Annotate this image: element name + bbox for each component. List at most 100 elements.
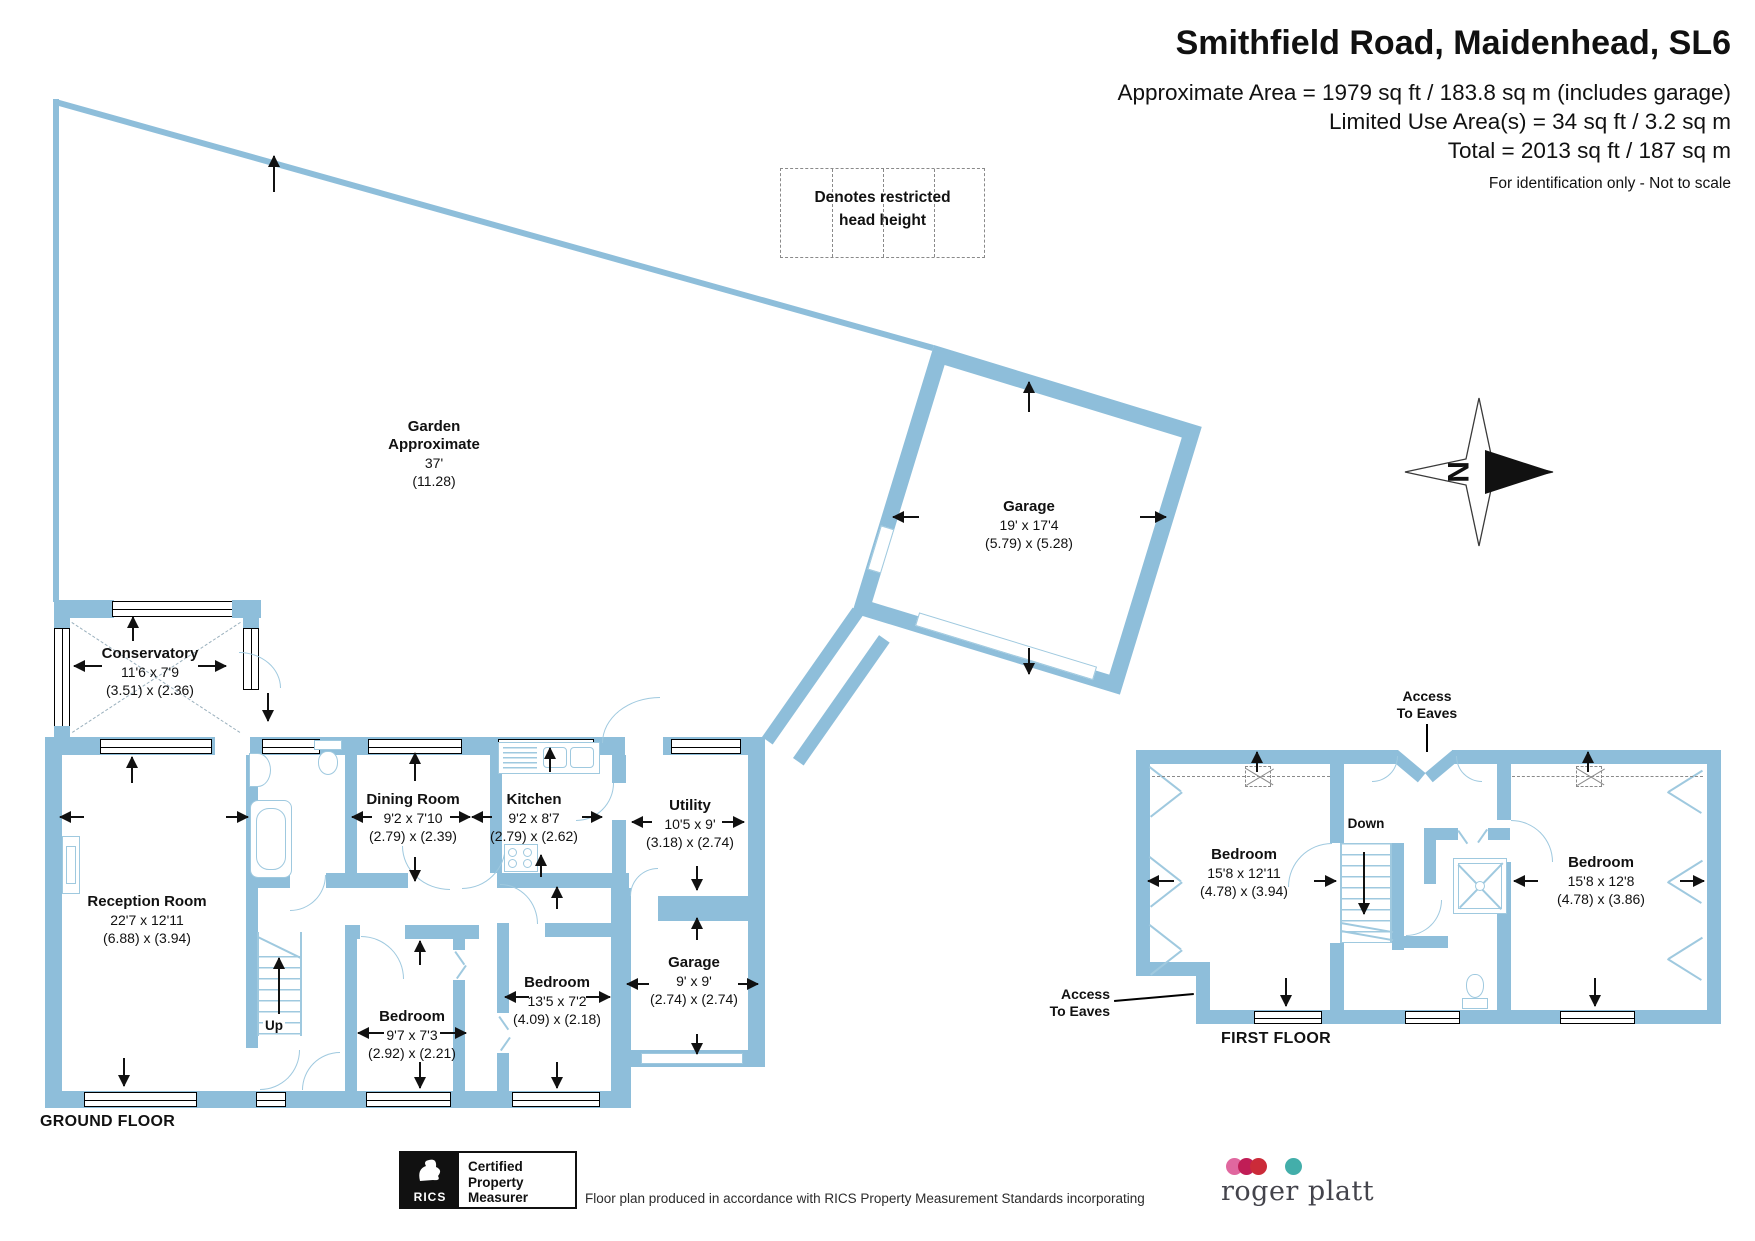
wall (453, 939, 465, 950)
dimension-arrow (126, 756, 138, 783)
eaves-line (1666, 958, 1702, 981)
brand-dot-icon (1285, 1158, 1302, 1175)
garage-door (915, 612, 1098, 681)
dimension-arrow (414, 1062, 426, 1089)
wall (762, 607, 864, 745)
sink-bowl (570, 747, 594, 768)
dimension-arrow (1513, 875, 1538, 887)
eaves-line (1148, 766, 1182, 793)
rics-text: Certified Property Measurer (468, 1159, 529, 1205)
dimension-arrow (471, 811, 492, 823)
wall (497, 1053, 509, 1091)
garden-label: Garden Approximate 37' (11.28) (388, 418, 480, 489)
eaves-line (1668, 936, 1703, 960)
bifold-door (456, 964, 467, 980)
garage-window (867, 525, 895, 574)
fireplace (66, 846, 76, 884)
door-arc (1372, 756, 1398, 782)
wall (405, 925, 479, 939)
stairs-down-label: Down (1347, 816, 1385, 831)
rics-logo: RICS (401, 1153, 459, 1207)
dimension-arrow (691, 866, 703, 891)
room-label-garage-outbuilding: Garage 19' x 17'4 (5.79) x (5.28) (985, 498, 1073, 551)
access-eaves-left-label: Access To Eaves (1049, 986, 1110, 1019)
dimension-arrow (586, 991, 611, 1003)
wall (232, 600, 261, 618)
door-arc (290, 875, 326, 911)
restricted-head-height-legend: Denotes restricted head height (780, 168, 985, 258)
garden-boundary-left (53, 99, 59, 602)
scale-note: For identification only - Not to scale (1488, 175, 1731, 192)
toilet (318, 751, 338, 775)
door-arc (1406, 900, 1442, 936)
toilet (1462, 998, 1488, 1009)
wall (345, 939, 357, 1091)
eaves-line (1666, 791, 1702, 814)
door-arc (1511, 820, 1553, 862)
wall (612, 820, 626, 873)
brand-dot-icon (1250, 1158, 1267, 1175)
dimension-arrow (357, 1027, 384, 1039)
door-arc (630, 868, 658, 896)
head-height-line (1512, 776, 1703, 777)
access-eaves-pointer (1426, 724, 1428, 752)
dimension-arrow (504, 991, 529, 1003)
page-title: Smithfield Road, Maidenhead, SL6 (1175, 24, 1731, 62)
dimension-arrow (892, 511, 919, 523)
area-line-2: Limited Use Area(s) = 34 sq ft / 3.2 sq … (1328, 109, 1731, 134)
shower-drain (1475, 881, 1485, 891)
dimension-arrow (551, 886, 563, 909)
bifold-door (1457, 830, 1469, 845)
wall (1488, 828, 1510, 840)
header: Smithfield Road, Maidenhead, SL6 Approxi… (1118, 24, 1731, 193)
wall (497, 873, 629, 888)
wall (54, 600, 114, 618)
stairs-up-label: Up (263, 1018, 285, 1033)
door-arc (602, 697, 660, 743)
wall (1425, 749, 1461, 783)
dimension-arrow (738, 978, 759, 990)
sink-drainer (503, 747, 537, 769)
window (366, 1092, 451, 1107)
window (1560, 1011, 1635, 1024)
room-label-bedroom-f2: Bedroom 15'8 x 12'8 (4.78) x (3.86) (1557, 854, 1645, 907)
wall (1392, 936, 1448, 948)
wall (45, 737, 62, 1108)
eaves-line (1150, 791, 1183, 818)
wall (1707, 750, 1721, 1024)
dimension-arrow (450, 811, 471, 823)
wall (497, 923, 509, 937)
wall (490, 755, 502, 873)
dimension-arrow (268, 155, 280, 192)
dimension-arrow (544, 747, 556, 772)
bathroom-sink (249, 753, 271, 787)
window (1254, 1011, 1322, 1024)
wall (54, 618, 70, 628)
toilet (1466, 974, 1484, 998)
wall (1497, 763, 1511, 820)
wall (611, 888, 631, 1102)
dimension-arrow (1680, 875, 1705, 887)
head-height-line (1152, 776, 1330, 777)
stairs-direction-arrow (273, 957, 285, 1014)
access-eaves-pointer (1114, 993, 1194, 1002)
dimension-arrow (440, 1027, 467, 1039)
dimension-arrow (1147, 875, 1174, 887)
room-label-bedroom-g1: Bedroom 9'7 x 7'3 (2.92) x (2.21) (368, 1008, 456, 1061)
room-label-conservatory: Conservatory 11'6 x 7'9 (3.51) x (2.36) (101, 645, 199, 698)
dimension-arrow (1589, 978, 1601, 1007)
dimension-arrow (73, 660, 102, 672)
dimension-arrow (551, 1062, 563, 1089)
window (671, 739, 741, 754)
dimension-arrow (226, 811, 249, 823)
brand-name: roger platt (1221, 1176, 1375, 1207)
rics-certified-badge: RICS Certified Property Measurer (399, 1151, 577, 1209)
room-label-bedroom-g2: Bedroom 13'5 x 7'2 (4.09) x (2.18) (513, 974, 601, 1027)
first-floor-caption: FIRST FLOOR (1221, 1030, 1331, 1047)
access-eaves-top-label: Access To Eaves (1396, 688, 1458, 721)
area-line-1: Approximate Area = 1979 sq ft / 183.8 sq… (1117, 80, 1731, 105)
area-line-3: Total = 2013 sq ft / 187 sq m (1447, 138, 1731, 163)
wall (545, 923, 623, 937)
dimension-arrow (722, 816, 745, 828)
legend-hatch-line (934, 169, 935, 257)
